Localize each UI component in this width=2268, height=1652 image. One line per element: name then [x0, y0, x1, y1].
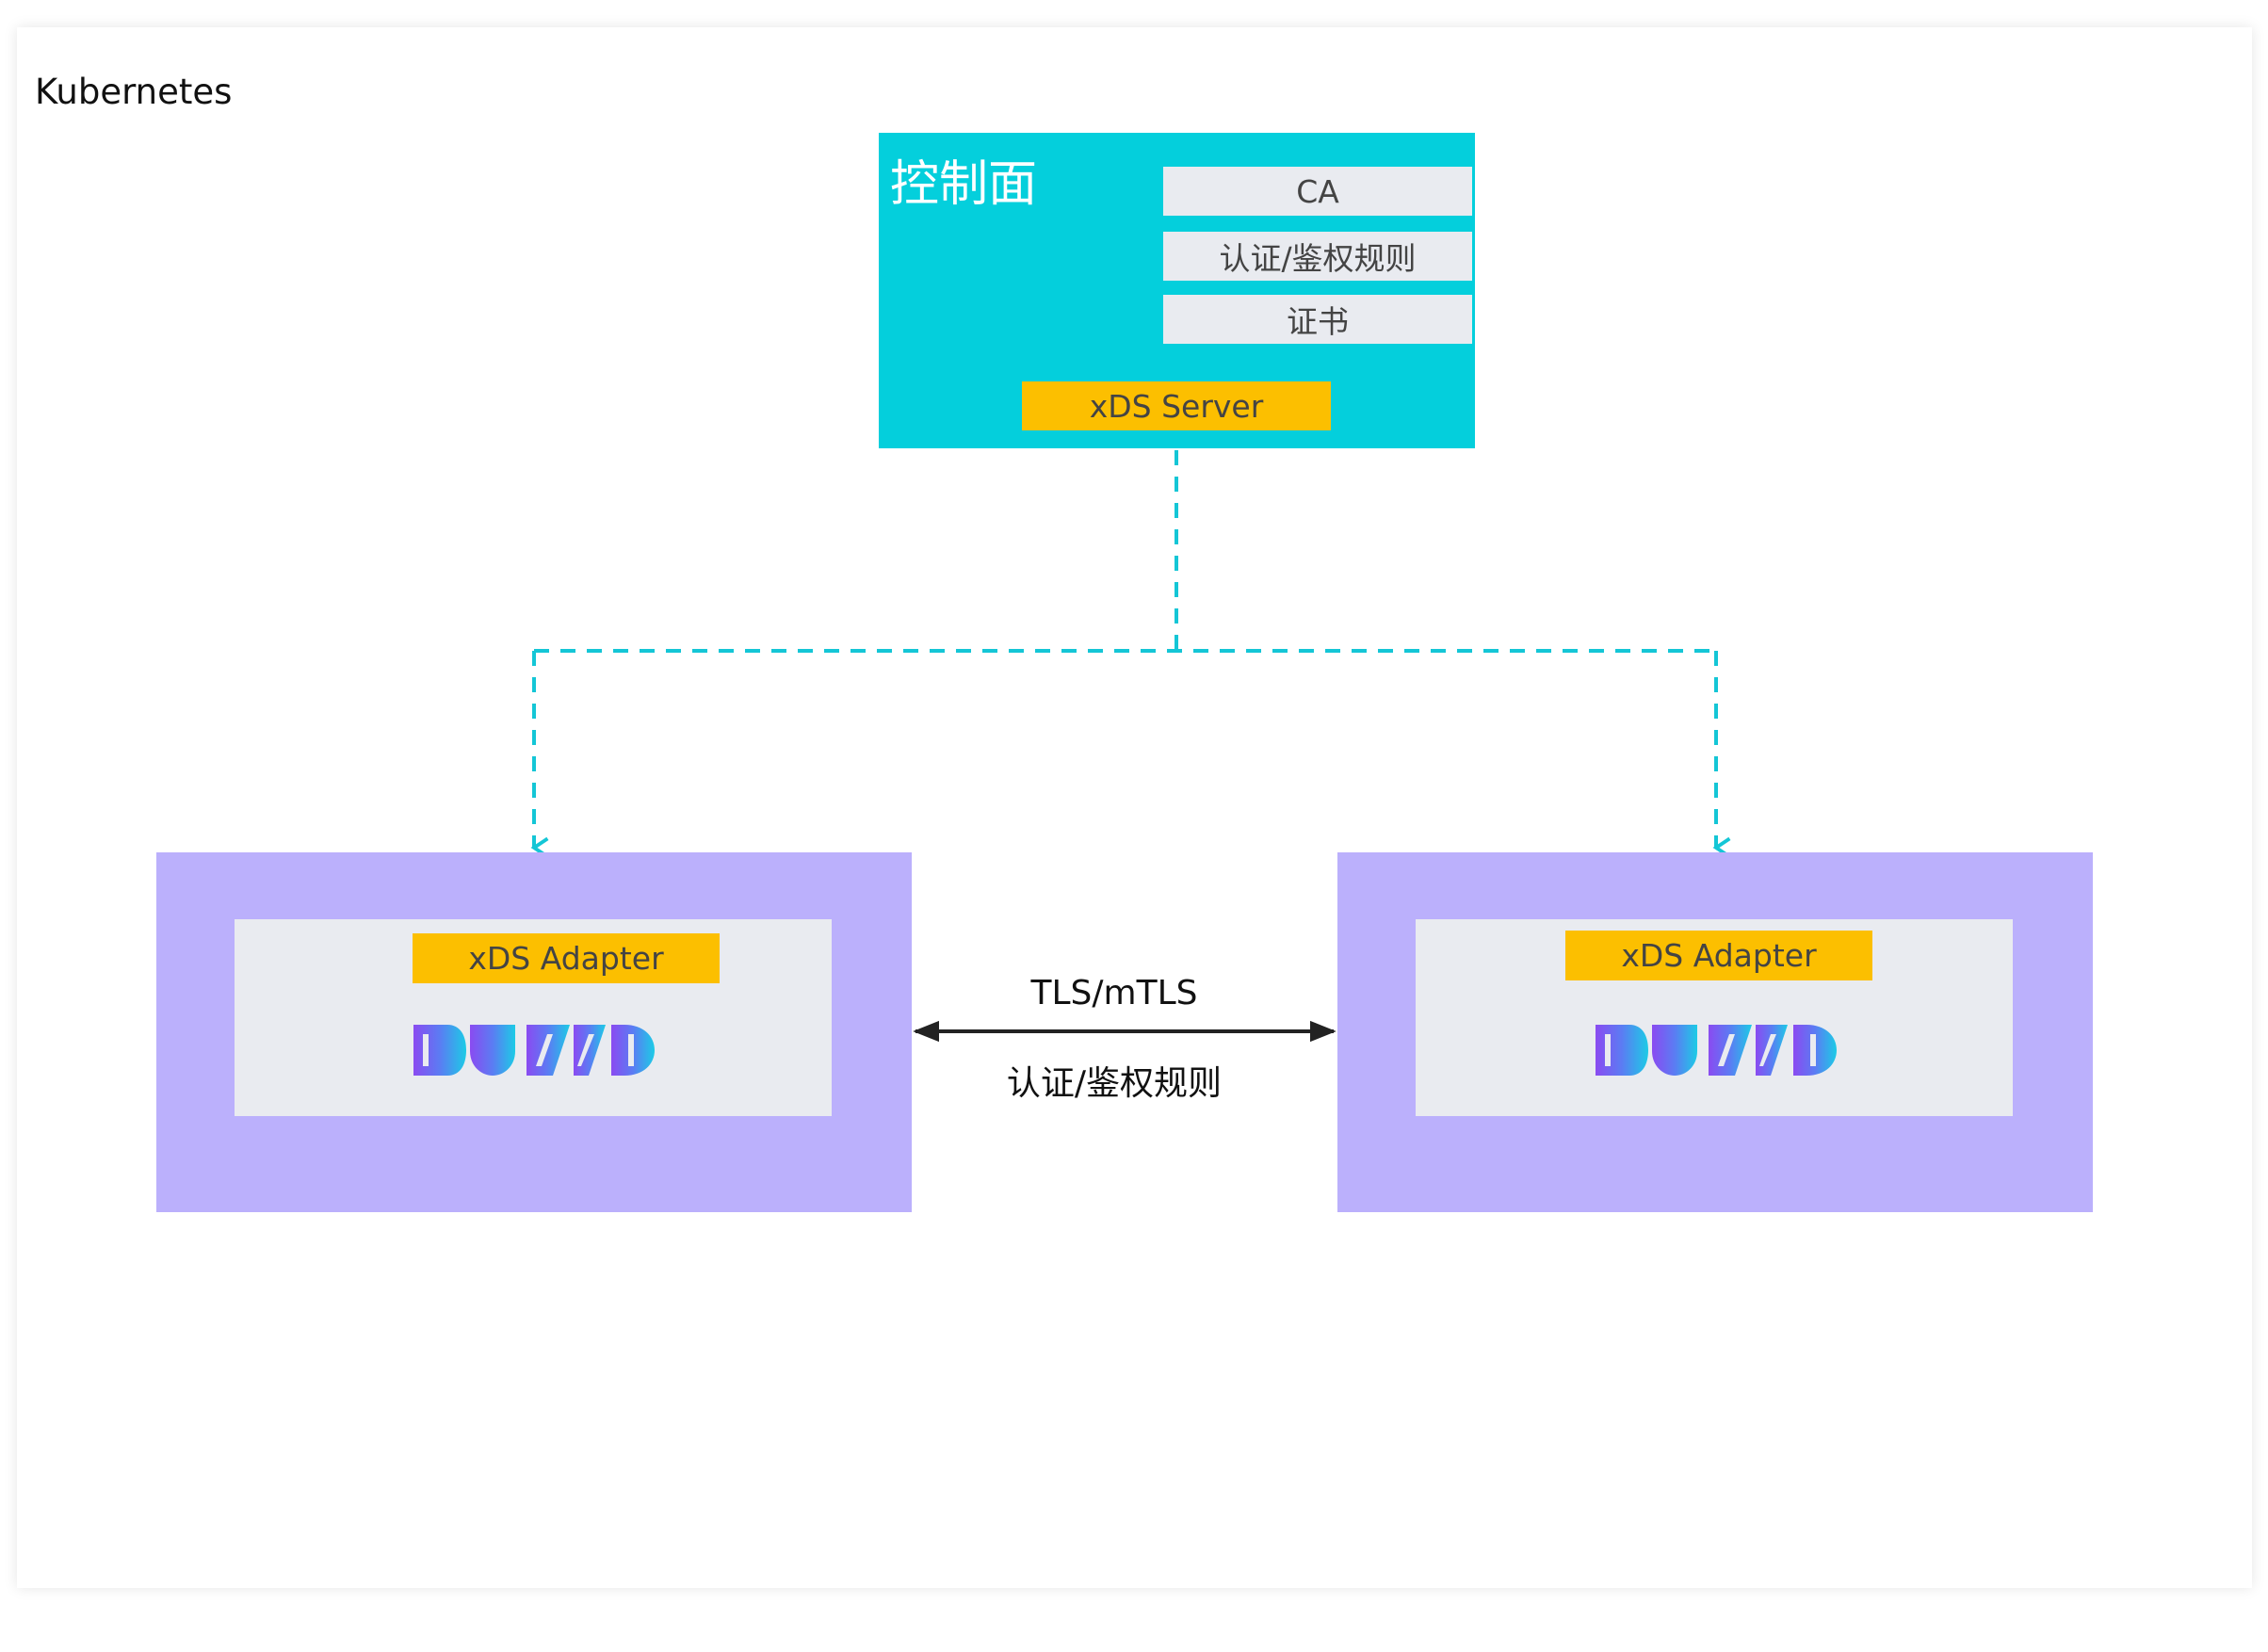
tls-protocol-label: TLS/mTLS: [1030, 974, 1198, 1012]
certificate-item: 证书: [1163, 295, 1472, 344]
control-plane: 控制面 CA 认证/鉴权规则 证书 xDS Server: [879, 133, 1475, 448]
ca-item: CA: [1163, 167, 1472, 216]
xds-adapter-box: xDS Adapter: [1565, 931, 1872, 980]
service-inner-box: xDS Adapter: [1416, 919, 2013, 1116]
service-node-left: xDS Adapter: [156, 852, 912, 1212]
dubbo-logo-icon: [1596, 1025, 1837, 1076]
dashed-distribution-lines: [530, 450, 1731, 859]
dubbo-logo-icon: [413, 1025, 655, 1076]
control-plane-title: 控制面: [890, 156, 1038, 213]
xds-server-box: xDS Server: [1022, 381, 1331, 430]
service-inner-box: xDS Adapter: [235, 919, 832, 1116]
auth-rules-item: 认证/鉴权规则: [1163, 232, 1472, 281]
xds-adapter-box: xDS Adapter: [413, 933, 720, 983]
cluster-label: Kubernetes: [35, 72, 233, 112]
service-node-right: xDS Adapter: [1337, 852, 2093, 1212]
auth-policy-label: 认证/鉴权规则: [1006, 1064, 1223, 1103]
